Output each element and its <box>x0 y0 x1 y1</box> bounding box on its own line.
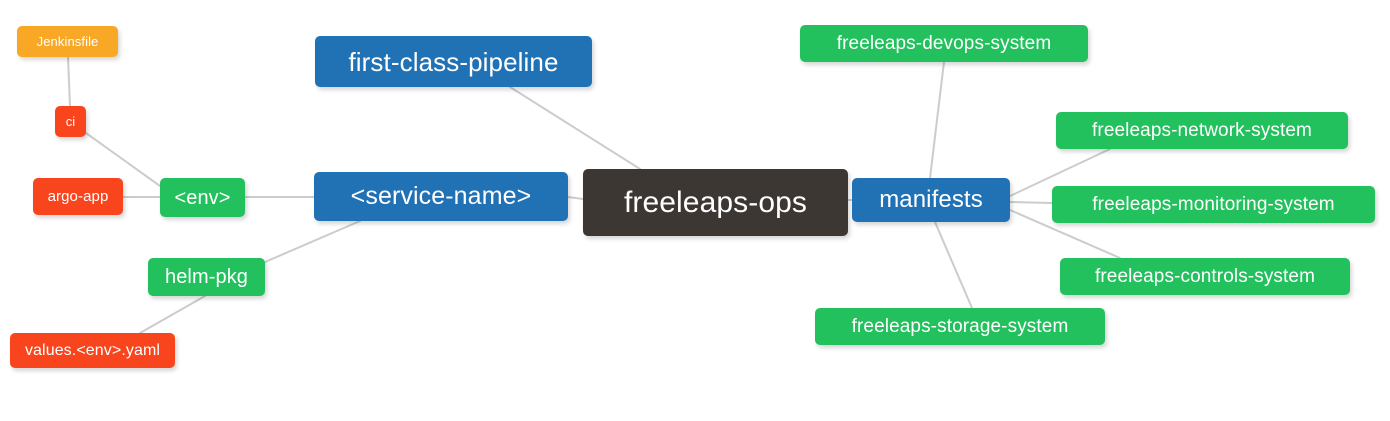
node-pipeline[interactable]: first-class-pipeline <box>315 36 592 87</box>
node-service-name[interactable]: <service-name> <box>314 172 568 221</box>
node-label-manifests: manifests <box>879 186 983 213</box>
node-label-controls: freeleaps-controls-system <box>1094 266 1316 287</box>
node-values-yaml[interactable]: values.<env>.yaml <box>10 333 175 368</box>
node-freeleaps-ops[interactable]: freeleaps-ops <box>583 169 848 236</box>
node-label-values-yaml: values.<env>.yaml <box>24 341 161 359</box>
node-label-jenkinsfile: Jenkinsfile <box>36 34 99 49</box>
node-monitoring[interactable]: freeleaps-monitoring-system <box>1052 186 1375 223</box>
node-storage[interactable]: freeleaps-storage-system <box>815 308 1105 345</box>
node-label-argo-app: argo-app <box>47 188 109 205</box>
edge-manifests-to-devops <box>929 61 945 179</box>
node-label-pipeline: first-class-pipeline <box>348 46 559 77</box>
node-label-network: freeleaps-network-system <box>1092 120 1312 141</box>
node-label-freeleaps-ops: freeleaps-ops <box>623 185 808 219</box>
edge-helm-pkg-to-service-name <box>264 220 361 263</box>
node-devops[interactable]: freeleaps-devops-system <box>800 25 1088 62</box>
node-manifests[interactable]: manifests <box>852 178 1010 222</box>
node-label-service-name: <service-name> <box>350 182 532 210</box>
edge-manifests-to-storage <box>934 221 973 309</box>
node-ci[interactable]: ci <box>55 106 86 137</box>
node-helm-pkg[interactable]: helm-pkg <box>148 258 265 296</box>
node-label-ci: ci <box>65 114 76 129</box>
node-label-storage: freeleaps-storage-system <box>851 316 1069 337</box>
edge-jenkinsfile-to-ci <box>67 56 71 107</box>
edge-pipeline-to-freeleaps-ops <box>509 86 641 170</box>
node-controls[interactable]: freeleaps-controls-system <box>1060 258 1350 295</box>
node-network[interactable]: freeleaps-network-system <box>1056 112 1348 149</box>
node-label-env: <env> <box>174 186 231 209</box>
edge-manifests-to-monitoring <box>1009 201 1053 204</box>
node-label-devops: freeleaps-devops-system <box>836 33 1052 54</box>
edge-service-name-to-freeleaps-ops <box>567 196 584 200</box>
node-jenkinsfile[interactable]: Jenkinsfile <box>17 26 118 57</box>
node-label-monitoring: freeleaps-monitoring-system <box>1092 194 1335 215</box>
node-label-helm-pkg: helm-pkg <box>164 266 249 288</box>
edge-values-yaml-to-helm-pkg <box>139 295 206 334</box>
node-argo-app[interactable]: argo-app <box>33 178 123 215</box>
node-env[interactable]: <env> <box>160 178 245 217</box>
